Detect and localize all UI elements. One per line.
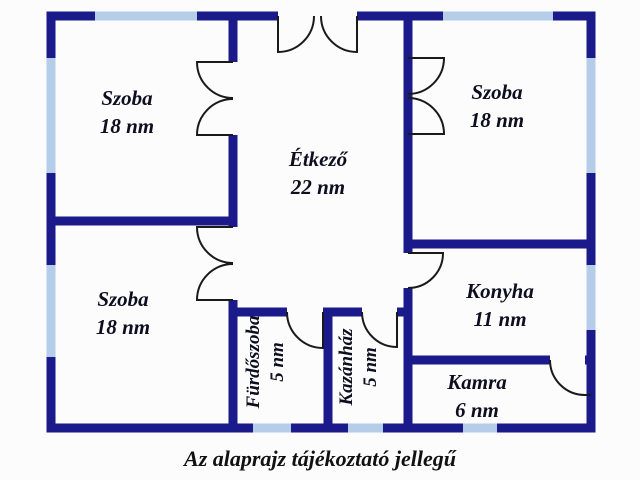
wall-segment [323, 307, 362, 317]
room-label-szoba-bottom-left: Szoba 18 nm [96, 285, 150, 341]
room-name: Szoba [97, 287, 149, 311]
doors [195, 15, 591, 396]
door-konyha [407, 252, 445, 289]
windows [46, 11, 596, 433]
wall-segment [585, 355, 596, 365]
window [443, 11, 553, 21]
room-name: Szoba [471, 80, 523, 104]
walls [46, 11, 596, 433]
room-name: Kamra [447, 370, 507, 394]
wall-segment [46, 423, 596, 433]
wall-segment [403, 355, 550, 365]
window [253, 423, 291, 433]
window [586, 58, 596, 173]
room-area: 18 nm [95, 315, 151, 339]
wall-segment [228, 307, 287, 317]
wall-segment [228, 11, 238, 62]
room-label-kamra: Kamra 6 nm [447, 368, 507, 424]
room-name: Konyha [466, 279, 534, 303]
room-label-furdoszoba: Fürdőszoba 5 nm [242, 316, 290, 409]
room-label-szoba-top-left: Szoba 18 nm [100, 84, 154, 140]
room-label-szoba-top-right: Szoba 18 nm [470, 78, 524, 134]
room-area: 18 nm [469, 108, 525, 132]
room-area: 5 nm [267, 342, 288, 382]
room-label-etkezo: Étkező 22 nm [289, 145, 347, 201]
room-name: Kazánház [336, 328, 357, 406]
room-area: 11 nm [473, 307, 527, 331]
room-name: Szoba [101, 86, 153, 110]
window [46, 58, 56, 173]
window [46, 265, 56, 357]
room-name: Fürdőszoba [243, 315, 264, 409]
door-szoba-bottom-left [195, 263, 234, 301]
room-area: 18 nm [99, 114, 155, 138]
door-szoba-top-right [407, 97, 446, 135]
entrance-door-leaf [320, 15, 358, 54]
wall-segment [586, 11, 596, 433]
entrance-door-leaf [277, 15, 315, 54]
wall-segment [403, 11, 413, 253]
window [586, 265, 596, 330]
room-label-kazanhaz: Kazánház 5 nm [335, 328, 383, 405]
room-area: 5 nm [360, 347, 381, 387]
room-name: Étkező [288, 147, 348, 171]
door-furdoszoba [286, 311, 324, 350]
window [463, 423, 497, 433]
wall-segment [228, 135, 238, 227]
room-area: 6 nm [455, 398, 499, 422]
wall-segment [323, 307, 333, 433]
door-szoba-bottom-left [195, 226, 234, 264]
door-szoba-top-left [195, 61, 234, 99]
door-szoba-top-right [407, 57, 446, 95]
wall-segment [397, 307, 413, 317]
window [348, 423, 383, 433]
door-kazanhaz [361, 311, 398, 349]
disclaimer-caption: Az alaprajz tájékoztató jellegű [184, 446, 456, 471]
wall-segment [403, 239, 596, 249]
door-kamra [549, 359, 591, 396]
wall-segment [46, 216, 238, 226]
door-szoba-top-left [195, 98, 234, 136]
room-area: 22 nm [290, 175, 346, 199]
room-label-konyha: Konyha 11 nm [466, 277, 534, 333]
wall-segment [228, 300, 238, 433]
window [95, 11, 197, 21]
